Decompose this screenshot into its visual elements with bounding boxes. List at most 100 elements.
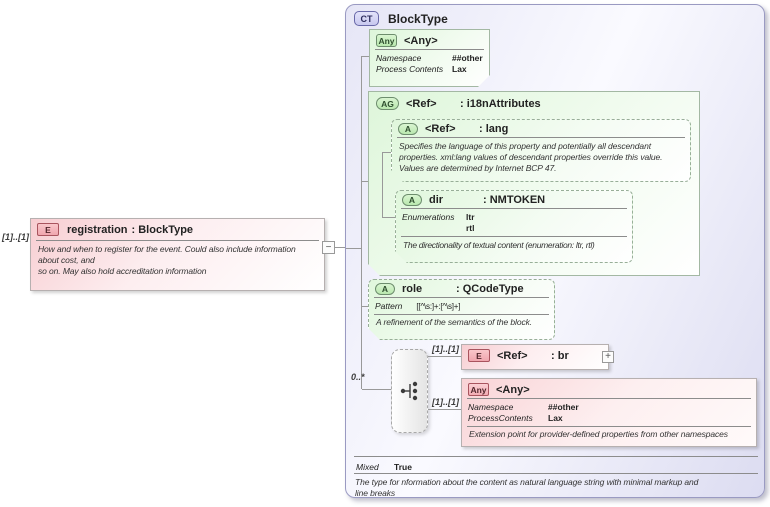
mixed-row: Mixed True bbox=[350, 459, 770, 475]
property-value: Lax bbox=[452, 64, 467, 74]
attribute-name: <Ref> bbox=[425, 123, 456, 135]
attribute-badge-icon: A bbox=[398, 123, 418, 135]
property-value: [[^\s:]+:[^\s]+] bbox=[416, 302, 461, 311]
attribute-lang-header: A <Ref> : lang bbox=[392, 120, 690, 137]
property-label: Pattern bbox=[375, 301, 403, 311]
element-badge-icon: E bbox=[37, 223, 59, 236]
wildcard-any-bottom-doc: Extension point for provider-defined pro… bbox=[469, 429, 728, 439]
attribute-group-badge-icon: AG bbox=[376, 97, 399, 110]
enum-value: rtl bbox=[466, 223, 475, 233]
connector-line bbox=[428, 356, 461, 357]
divider bbox=[397, 137, 685, 138]
complextype-doc: The type for nformation about the conten… bbox=[355, 477, 699, 498]
wildcard-title: <Any> bbox=[404, 34, 438, 47]
wildcard-properties: Namespace ##other Process Contents Lax bbox=[370, 50, 489, 77]
choice-compositor[interactable] bbox=[391, 349, 428, 433]
attribute-role-doc: A refinement of the semantics of the blo… bbox=[376, 317, 533, 327]
element-type: : br bbox=[551, 349, 569, 362]
divider bbox=[467, 398, 751, 399]
wildcard-any-top[interactable]: Any <Any> Namespace ##other Process Cont… bbox=[369, 29, 490, 87]
attribute-role[interactable]: A role : QCodeType Pattern [[^\s:]+:[^\s… bbox=[368, 279, 555, 340]
connector-line bbox=[362, 306, 368, 307]
connector-line bbox=[383, 217, 395, 218]
mixed-label: Mixed bbox=[356, 462, 379, 472]
element-type: : BlockType bbox=[131, 223, 194, 236]
property-label: Enumerations bbox=[402, 212, 455, 222]
connector-line bbox=[361, 56, 362, 389]
attribute-group-name: <Ref> bbox=[406, 97, 437, 110]
any-badge-icon: Any bbox=[468, 383, 489, 396]
wildcard-any-top-header: Any <Any> bbox=[370, 30, 489, 49]
element-registration[interactable]: E registration : BlockType How and when … bbox=[30, 218, 325, 291]
property-label: Namespace bbox=[468, 402, 514, 412]
connector-line bbox=[362, 56, 369, 57]
attribute-dir-doc: The directionality of textual content (e… bbox=[403, 240, 595, 250]
branch-cardinality-label: [1]..[1] bbox=[432, 397, 459, 407]
divider bbox=[374, 314, 549, 315]
mixed-value: True bbox=[394, 462, 412, 472]
attribute-role-header: A role : QCodeType bbox=[369, 280, 554, 297]
connector-line bbox=[428, 409, 461, 410]
attribute-lang[interactable]: A <Ref> : lang Specifies the language of… bbox=[391, 119, 691, 182]
property-value: ##other bbox=[452, 53, 483, 63]
attribute-group-i18nattributes[interactable]: AG <Ref> : i18nAttributes A <Ref> : lang… bbox=[368, 91, 700, 276]
connector-line bbox=[383, 152, 391, 153]
property-label: Process Contents bbox=[376, 64, 444, 74]
divider bbox=[374, 297, 549, 298]
sequence-icon bbox=[400, 381, 417, 401]
collapse-toggle-icon[interactable]: − bbox=[322, 241, 335, 254]
element-name: <Ref> bbox=[497, 349, 528, 362]
divider bbox=[354, 456, 758, 457]
expand-toggle-icon[interactable]: + bbox=[602, 351, 614, 363]
attribute-group-type: : i18nAttributes bbox=[460, 97, 541, 110]
attribute-type: : NMTOKEN bbox=[483, 194, 546, 206]
divider bbox=[375, 49, 484, 50]
property-label: ProcessContents bbox=[468, 413, 533, 423]
attribute-dir-header: A dir : NMTOKEN bbox=[396, 191, 632, 208]
element-badge-icon: E bbox=[468, 349, 490, 362]
divider bbox=[354, 473, 758, 474]
divider bbox=[401, 236, 627, 237]
property-label: Namespace bbox=[376, 53, 422, 63]
attribute-role-pattern: Pattern [[^\s:]+:[^\s]+] bbox=[369, 298, 554, 314]
wildcard-any-bottom-header: Any <Any> bbox=[462, 379, 756, 398]
attribute-lang-doc: Specifies the language of this property … bbox=[399, 141, 663, 173]
property-value: ##other bbox=[548, 402, 579, 412]
element-name: registration bbox=[67, 223, 128, 236]
attribute-group-header: AG <Ref> : i18nAttributes bbox=[369, 92, 699, 113]
connector-line bbox=[335, 247, 345, 248]
attribute-type: : lang bbox=[479, 123, 509, 135]
attribute-name: dir bbox=[429, 194, 444, 206]
divider bbox=[401, 208, 627, 209]
connector-line bbox=[362, 389, 391, 390]
complextype-header: CT BlockType bbox=[350, 9, 452, 28]
divider bbox=[36, 240, 319, 241]
wildcard-any-bottom[interactable]: Any <Any> Namespace ##other ProcessConte… bbox=[461, 378, 757, 447]
choice-cardinality-label: 0..* bbox=[351, 372, 365, 382]
complextype-blocktype[interactable]: CT BlockType Any <Any> Namespace ##other bbox=[345, 4, 765, 498]
element-br-header: E <Ref> : br bbox=[462, 345, 608, 366]
enum-value: ltr bbox=[466, 212, 475, 222]
attribute-type: : QCodeType bbox=[456, 283, 524, 295]
divider bbox=[467, 426, 751, 427]
element-br[interactable]: E <Ref> : br bbox=[461, 344, 609, 370]
cardinality-label: [1]..[1] bbox=[2, 232, 29, 242]
attribute-badge-icon: A bbox=[375, 283, 395, 295]
branch-cardinality-label: [1]..[1] bbox=[432, 344, 459, 354]
complextype-badge-icon: CT bbox=[354, 11, 379, 26]
connector-line bbox=[346, 248, 361, 249]
property-value: Lax bbox=[548, 413, 563, 423]
connector-line bbox=[362, 181, 368, 182]
attribute-badge-icon: A bbox=[402, 194, 422, 206]
element-registration-header: E registration : BlockType bbox=[31, 219, 324, 240]
wildcard-title: <Any> bbox=[496, 383, 530, 396]
attribute-name: role bbox=[402, 283, 423, 295]
connector-line bbox=[382, 152, 383, 218]
any-badge-icon: Any bbox=[376, 34, 397, 47]
wildcard-properties: Namespace ##other ProcessContents Lax bbox=[462, 399, 756, 426]
element-doc: How and when to register for the event. … bbox=[38, 244, 296, 276]
